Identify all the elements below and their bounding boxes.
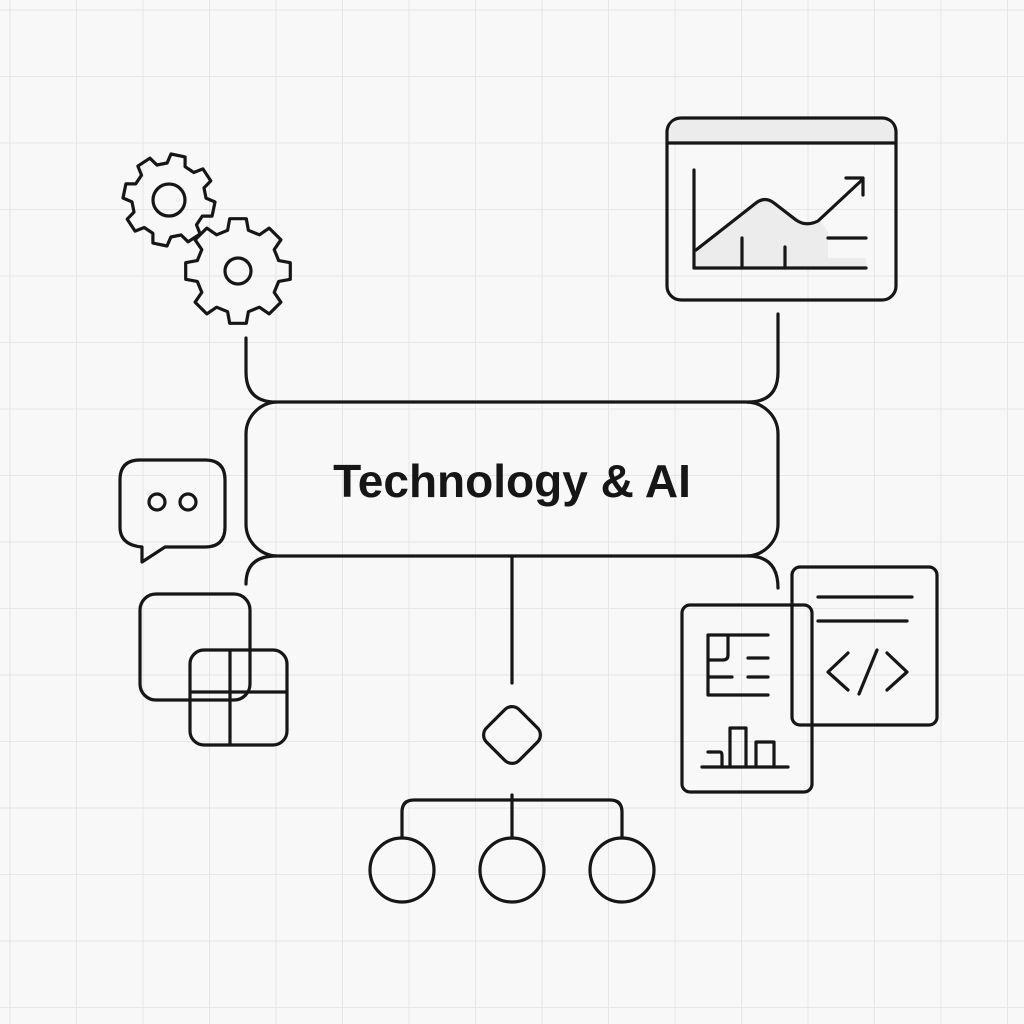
report-document [680,603,814,794]
trend-line [694,178,864,252]
connector-dashboard [746,312,780,404]
gear-small-icon [121,152,217,248]
app-windows-icon [138,592,289,747]
code-documents-icon [680,565,939,794]
decision-diamond [482,705,542,765]
hub-node: Technology & AI [244,400,780,558]
tree-node [588,836,656,904]
analytics-dashboard-icon [665,116,898,302]
chat-icon [118,458,227,564]
connector-documents [746,554,780,590]
arrow-head-icon [844,176,865,197]
code-document [790,565,939,727]
code-brackets-icon [826,648,909,696]
tree-node [368,836,436,904]
hub-box [244,400,780,558]
gears-icon [121,152,292,325]
chart-axes [692,168,868,270]
tree-node [478,836,546,904]
gear-large-icon [184,217,292,325]
hub-label: Technology & AI [333,455,691,507]
decision-tree-icon [368,705,656,904]
connector-windows [244,554,278,586]
gear-small-hole [151,182,187,218]
gear-large-hole [223,256,253,286]
connector-gears [244,336,278,404]
